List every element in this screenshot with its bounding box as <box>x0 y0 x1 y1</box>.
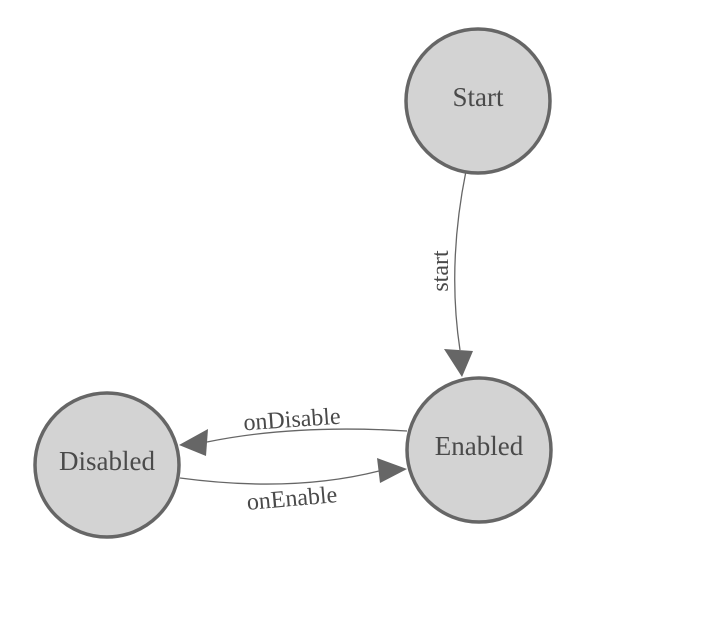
edge-line <box>454 170 467 351</box>
edge-start-to-enabled: start <box>428 170 473 377</box>
node-circle[interactable] <box>404 27 552 175</box>
node-enabled[interactable]: Enabled <box>405 376 553 524</box>
edge-line <box>179 470 380 485</box>
edge-line <box>206 428 408 443</box>
arrowhead-icon <box>444 349 473 377</box>
edge-enabled-to-disabled: onDisable <box>179 404 408 456</box>
node-disabled[interactable]: Disabled <box>33 391 181 539</box>
node-start[interactable]: Start <box>404 27 552 175</box>
arrowhead-icon <box>179 429 208 456</box>
edge-label-onenable: onEnable <box>246 482 339 516</box>
arrowhead-icon <box>377 458 407 483</box>
node-label: Disabled <box>59 446 155 476</box>
edge-label-start: start <box>428 250 454 292</box>
node-circle[interactable] <box>405 376 553 524</box>
edge-disabled-to-enabled: onEnable <box>179 458 407 516</box>
node-label: Enabled <box>435 431 524 461</box>
node-label: Start <box>453 82 504 112</box>
node-circle[interactable] <box>33 391 181 539</box>
edge-label-ondisable: onDisable <box>243 404 342 437</box>
